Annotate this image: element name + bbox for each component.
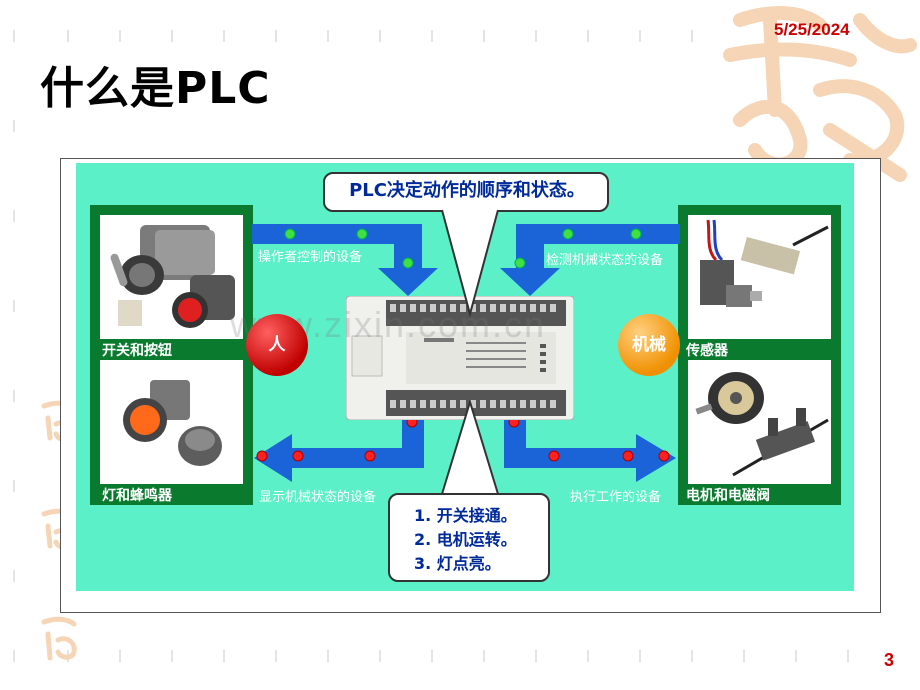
motor-valve-icon <box>695 372 829 477</box>
stamp-decoration <box>41 616 77 661</box>
bottom-callout-pointer <box>441 400 499 495</box>
arrow-top-right <box>500 224 680 296</box>
label-display-devices: 显示机械状态的设备 <box>259 490 377 505</box>
lamp-image <box>100 360 243 484</box>
panel-label-lamps: 灯和蜂鸣器 <box>102 488 172 504</box>
sensor-icon <box>700 219 829 307</box>
panel-label-switches: 开关和按钮 <box>102 343 172 359</box>
plc-unit-icon <box>346 296 574 420</box>
lamp-buzzer-icon <box>123 380 222 466</box>
arrow-top-left <box>252 224 438 296</box>
step-3: 3. 灯点亮。 <box>414 554 501 573</box>
top-callout-pointer <box>441 208 499 318</box>
arrow-bottom-left <box>254 418 424 482</box>
motor-image <box>688 360 831 484</box>
panel-label-sensors: 传感器 <box>686 343 728 359</box>
sensor-image <box>688 215 831 339</box>
page-number: 3 <box>884 650 895 670</box>
machine-circle: 机械 <box>618 314 680 376</box>
arrow-bottom-right <box>504 418 676 482</box>
label-operator-devices: 操作者控制的设备 <box>258 250 363 265</box>
switch-image <box>100 215 243 339</box>
callout-plc-decides: PLC决定动作的顺序和状态。 <box>349 180 585 201</box>
step-1: 1. 开关接通。 <box>414 506 517 525</box>
page-title: 什么是PLC <box>40 63 271 114</box>
date: 5/25/2024 <box>774 20 850 39</box>
bottom-callout-steps: 1. 开关接通。 2. 电机运转。 3. 灯点亮。 <box>388 493 550 582</box>
label-detection-devices: 检测机械状态的设备 <box>546 253 664 268</box>
label-actuator-devices: 执行工作的设备 <box>570 490 662 505</box>
step-2: 2. 电机运转。 <box>414 530 517 549</box>
input-signal-dots <box>284 228 642 269</box>
human-circle: 人 <box>246 314 308 376</box>
panel-label-motors: 电机和电磁阀 <box>686 488 770 504</box>
switch-button-icon <box>110 225 235 328</box>
